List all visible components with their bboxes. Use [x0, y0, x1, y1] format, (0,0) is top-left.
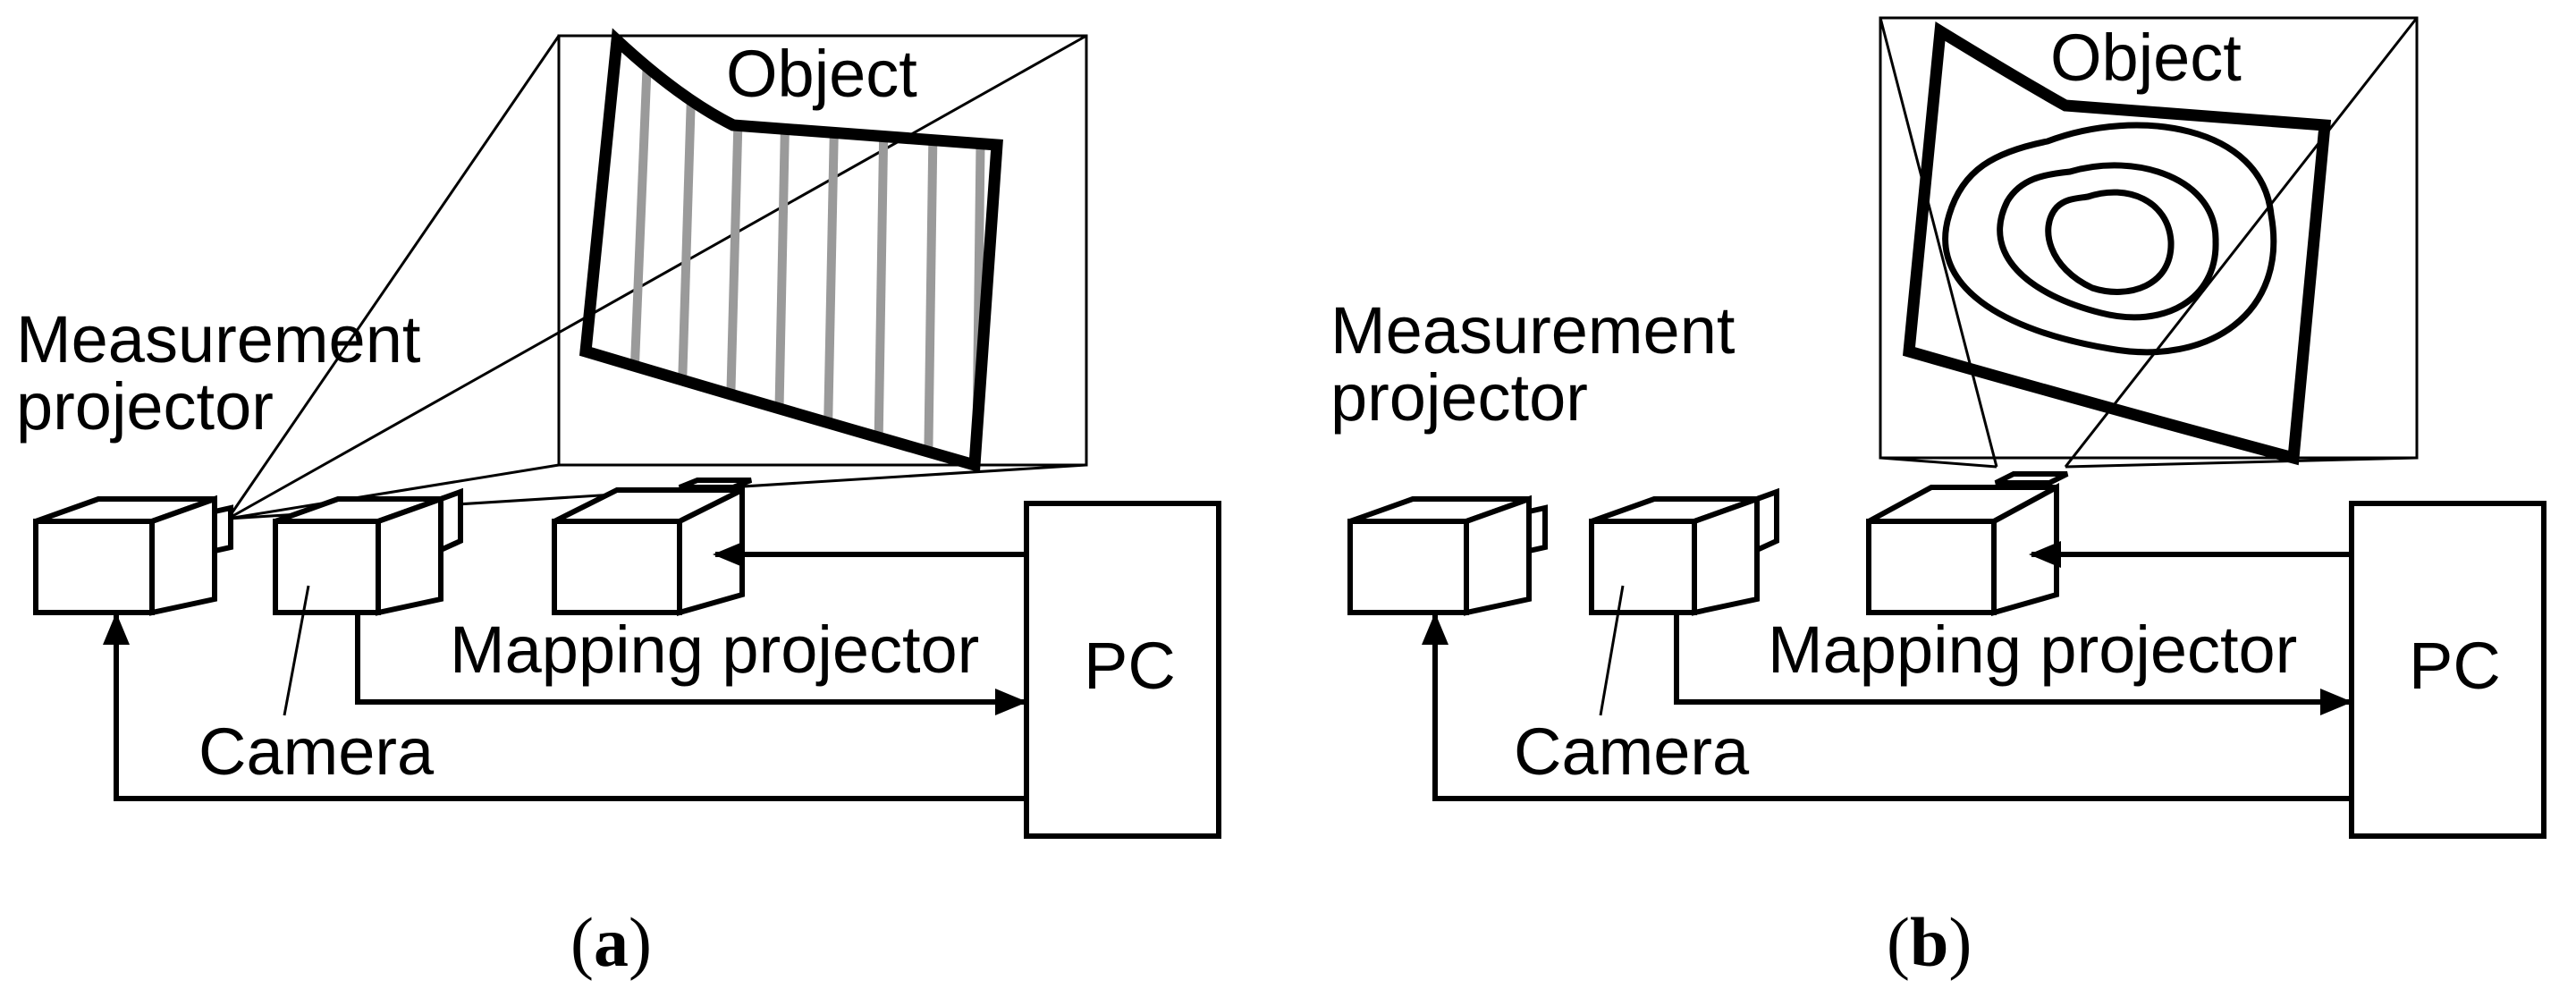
object-label: Object [2050, 21, 2242, 95]
pc-to-measurement-projector-arrow [103, 613, 1026, 801]
measurement-projector-label-line2: projector [1330, 360, 1588, 435]
mapping-projector-icon [1866, 471, 2069, 616]
camera-label-leader [283, 585, 310, 716]
camera-to-pc-arrow [355, 613, 1027, 715]
pc-label: PC [1084, 629, 1176, 703]
panel-b: Object Measurement projector PC Mappin [1330, 16, 2546, 981]
object-frame [226, 34, 1088, 520]
camera-icon [273, 487, 463, 616]
camera-label: Camera [1514, 714, 1750, 789]
pc-box [1024, 501, 1221, 839]
camera-to-pc-arrow [1674, 613, 2352, 715]
measurement-projector-label-line2: projector [16, 369, 274, 444]
pc-to-measurement-projector-arrow [1422, 613, 2352, 801]
measurement-projector-icon [33, 495, 233, 616]
measurement-projector-label-line1: Measurement [1330, 293, 1736, 368]
measurement-projector-label-line1: Measurement [16, 302, 421, 376]
camera-label-leader [1599, 585, 1625, 716]
panel-b-caption: (b) [1887, 903, 1972, 981]
mapping-projector-label: Mapping projector [1768, 613, 2297, 687]
camera-label: Camera [198, 714, 435, 789]
panel-a-caption: (a) [570, 903, 652, 981]
camera-icon [1589, 487, 1779, 616]
mapping-projector-icon [552, 478, 753, 616]
object-surface [1903, 21, 2332, 466]
contour-pattern [1942, 122, 2277, 356]
object-frame [1879, 16, 2419, 469]
pc-label: PC [2409, 629, 2501, 703]
mapping-projector-label: Mapping projector [450, 613, 979, 687]
pc-box [2349, 501, 2546, 839]
panel-a: Object Measurement projector PC [16, 28, 1221, 981]
measurement-projector-icon [1347, 495, 1548, 616]
object-surface [579, 28, 1003, 473]
object-label: Object [726, 37, 917, 111]
